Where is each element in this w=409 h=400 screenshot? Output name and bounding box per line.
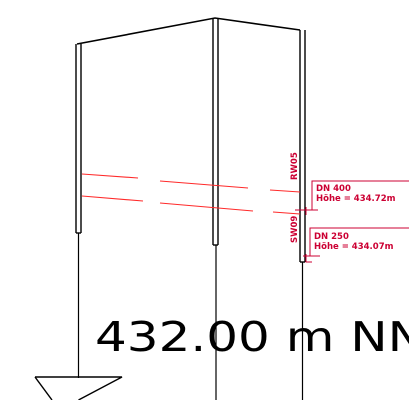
pipe-connection-markers — [295, 207, 320, 263]
roof-line — [76, 17, 301, 45]
level-text: 432.00 m NN — [95, 313, 409, 361]
annotation-dn250-height: Höhe = 434.07m — [314, 242, 394, 252]
right-wall — [299, 30, 306, 400]
annotation-dn250: DN 250 Höhe = 434.07m — [309, 227, 409, 256]
annotation-dn400: DN 400 Höhe = 434.72m — [311, 180, 409, 210]
annotation-dn250-size: DN 250 — [314, 232, 349, 242]
pipe-lines — [81, 173, 301, 215]
sw-label: SW09 — [290, 216, 300, 243]
level-marker-triangle — [34, 376, 123, 400]
left-wall — [75, 44, 82, 378]
annotation-dn400-size: DN 400 — [316, 184, 351, 194]
rw-label: RW05 — [290, 152, 300, 180]
annotation-dn400-height: Höhe = 434.72m — [316, 194, 396, 204]
